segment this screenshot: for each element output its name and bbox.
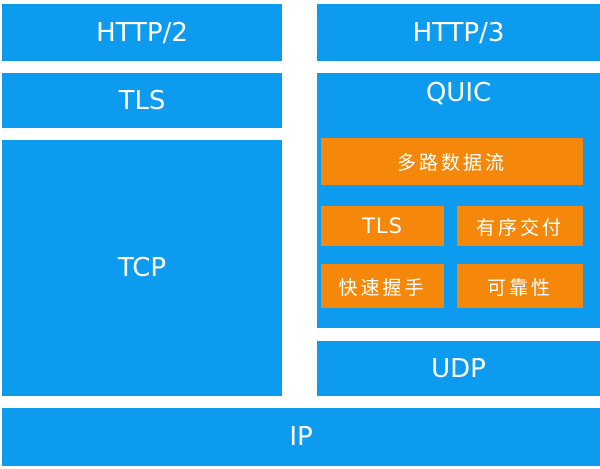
- tls-layer: TLS: [2, 73, 282, 128]
- feature-reliability: 可靠性: [457, 264, 583, 308]
- http2-layer: HTTP/2: [2, 4, 282, 61]
- udp-label: UDP: [431, 353, 486, 384]
- feature-multiplexed-streams: 多路数据流: [321, 138, 583, 185]
- tcp-label: TCP: [117, 253, 167, 283]
- feature-tls: TLS: [321, 206, 444, 246]
- udp-layer: UDP: [317, 341, 600, 396]
- feature-fast-handshake-label: 快速握手: [338, 276, 427, 299]
- feature-ordered-delivery: 有序交付: [457, 206, 583, 246]
- feature-ordered-delivery-label: 有序交付: [475, 216, 564, 239]
- quic-label: QUIC: [425, 78, 492, 108]
- tcp-layer: TCP: [2, 140, 282, 396]
- ip-layer: IP: [2, 408, 600, 466]
- ip-label: IP: [289, 422, 313, 452]
- feature-fast-handshake: 快速握手: [321, 264, 444, 308]
- feature-multiplexed-streams-label: 多路数据流: [396, 152, 507, 174]
- http3-label: HTTP/3: [412, 17, 505, 48]
- feature-tls-label: TLS: [362, 214, 403, 238]
- http3-layer: HTTP/3: [317, 4, 600, 61]
- feature-reliability-label: 可靠性: [486, 276, 553, 299]
- http2-label: HTTP/2: [96, 17, 188, 48]
- tls-label: TLS: [118, 85, 166, 116]
